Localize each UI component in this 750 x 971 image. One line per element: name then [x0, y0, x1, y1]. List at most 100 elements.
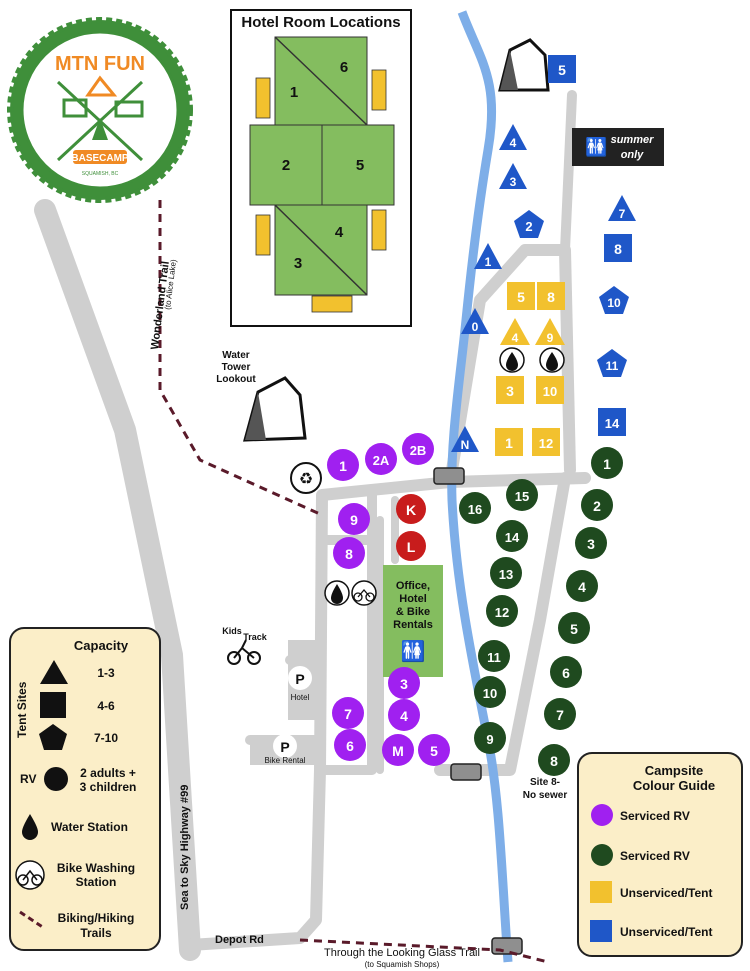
hotel-room: 1: [290, 84, 298, 101]
site-label: L: [407, 539, 416, 555]
colour-guide-title: Campsite: [645, 763, 704, 778]
parking-bike: P Bike Rental: [265, 734, 306, 765]
site-label: 2: [525, 219, 532, 234]
tent-icon: [85, 75, 118, 97]
bridge-icon: [491, 937, 523, 955]
capacity-title: Capacity: [74, 638, 129, 653]
site-label: 16: [468, 502, 482, 517]
site-label: 2: [593, 498, 601, 514]
stairs-icon: [371, 209, 387, 251]
stairs-icon: [371, 69, 387, 111]
capacity-value: 7-10: [94, 731, 118, 745]
water-station-label: Water Station: [51, 820, 128, 834]
site-label: 4: [510, 136, 517, 150]
hotel-panel: Hotel Room Locations 1 6 2 5 4 3: [230, 9, 412, 327]
office-label: Rentals: [393, 619, 433, 631]
parking-hotel: P Hotel: [288, 666, 312, 702]
site-label: 3: [587, 536, 595, 552]
water-drop-icon: [506, 352, 518, 371]
site-label: 7: [344, 706, 352, 722]
site-label: 4: [400, 708, 408, 724]
purple-swatch: [591, 804, 613, 826]
stairs-icon: [311, 295, 353, 313]
capacity-value: 4-6: [97, 699, 115, 713]
site-label: 4: [512, 331, 519, 345]
hotel-room: 3: [294, 255, 302, 272]
bike-wash-label: Bike Washing: [57, 861, 135, 875]
logo-banner: BASECAMP: [71, 153, 129, 164]
site-label: 5: [570, 621, 578, 637]
site-label: 2A: [373, 453, 390, 468]
capacity-value: 1-3: [97, 666, 115, 680]
site-label: 7: [556, 707, 564, 723]
hotel-room: 4: [335, 224, 344, 241]
site-label: 4: [578, 579, 586, 595]
site-label: 5: [558, 62, 566, 78]
site8-note: Site 8-: [530, 777, 560, 788]
recycling-icon: ♻: [299, 471, 313, 488]
logo-name: MTN FUN: [55, 53, 145, 75]
site-label: M: [392, 743, 404, 759]
water-drop-icon: [546, 352, 558, 371]
site-label: 1: [603, 456, 611, 472]
depot-label: Depot Rd: [215, 934, 264, 946]
looking-glass-label: Through the Looking Glass Trail: [324, 947, 480, 959]
site-label: 10: [483, 686, 497, 701]
colour-guide-title: Colour Guide: [633, 778, 715, 793]
site-label: 11: [487, 650, 501, 665]
hotel-room: 6: [340, 59, 348, 76]
site-label: 1: [505, 435, 513, 451]
looking-glass-trail: [299, 938, 549, 964]
washroom-icon: 🚻: [585, 136, 607, 157]
site-label: 12: [539, 436, 553, 451]
site-label: 8: [547, 289, 555, 305]
site8-note: No sewer: [523, 790, 568, 801]
water-drop-icon: [331, 584, 343, 604]
square-symbol: [40, 692, 66, 718]
site-label: 3: [400, 676, 408, 692]
camper-icon: [114, 100, 144, 118]
site-label: 9: [350, 512, 358, 528]
site-label: 14: [505, 530, 520, 545]
water-drop-icon: [22, 814, 38, 840]
site-label: 5: [430, 743, 438, 759]
site-label: 8: [550, 753, 558, 769]
logo-place: SQUAMISH, BC: [82, 171, 119, 177]
kids-track: Kids Track: [222, 626, 268, 665]
site-label: 1: [485, 255, 492, 269]
washroom-label: only: [621, 149, 644, 161]
colour-guide-item: Unserviced/Tent: [620, 886, 712, 900]
site-label: 14: [605, 416, 620, 431]
site-label: 5: [517, 289, 525, 305]
colour-legend: Campsite Colour Guide Serviced RV Servic…: [577, 752, 743, 957]
office-label: Office,: [396, 580, 430, 592]
highway-label: Sea to Sky Highway #99: [179, 785, 191, 910]
site-label: 15: [515, 489, 529, 504]
parking-hotel-label: Hotel: [291, 693, 310, 702]
stairs-icon: [255, 77, 271, 119]
parking-symbol: P: [295, 671, 304, 687]
site-label: N: [461, 438, 470, 452]
site-label: 1: [339, 458, 347, 474]
water-tower-label: Lookout: [216, 374, 256, 385]
water-tower-label: Water: [222, 350, 250, 361]
hotel-room: 5: [356, 157, 364, 174]
looking-glass-note: (to Squamish Shops): [365, 960, 440, 969]
campsites: 1 2A 2B 9 8 7 6 3 4 M 5 K L 1 2 3 4 5 6 …: [327, 55, 636, 776]
site-label: K: [406, 502, 416, 518]
rv-circle-symbol: [44, 767, 68, 791]
bridge-icon: [433, 467, 465, 485]
yellow-swatch: [590, 881, 612, 903]
pentagon-symbol: [39, 724, 67, 750]
washroom-icon: 🚻: [401, 639, 426, 663]
stairs-icon: [255, 214, 271, 256]
rv-label: RV: [20, 772, 36, 786]
water-tower-label: Tower: [222, 362, 251, 373]
site-label: 3: [506, 383, 514, 399]
water-tower-lookout: Water Tower Lookout: [216, 350, 307, 442]
site-label: 6: [562, 665, 570, 681]
tree-icon: [92, 118, 108, 140]
site-label: 10: [607, 296, 621, 310]
site-label: 10: [543, 384, 557, 399]
colour-guide-item: Unserviced/Tent: [620, 925, 712, 939]
